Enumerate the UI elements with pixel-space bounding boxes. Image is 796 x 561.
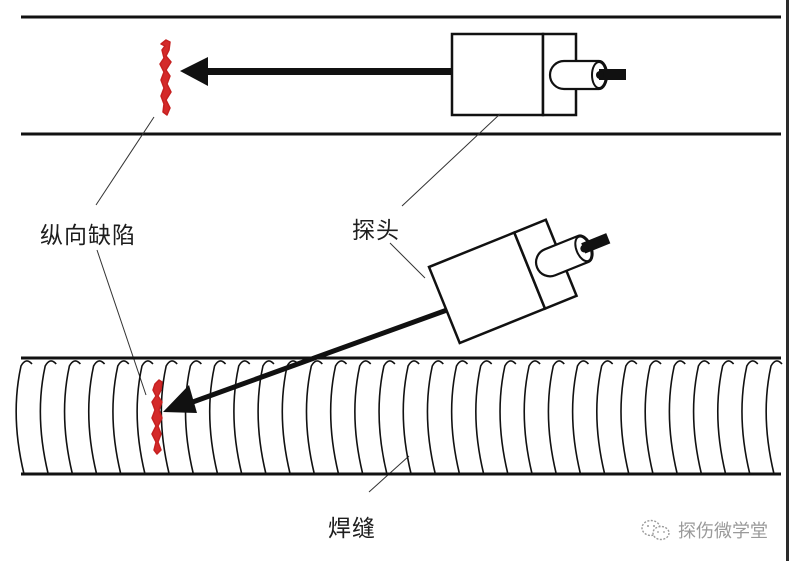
weld-coil <box>450 360 469 475</box>
weld-coil <box>63 360 81 475</box>
top-probe <box>450 32 626 117</box>
angle-probe <box>427 218 611 345</box>
weld-pipe <box>15 356 783 476</box>
label-probe: 探头 <box>352 218 400 244</box>
top-defect-crack <box>159 39 172 116</box>
weld-coil <box>378 360 396 475</box>
weld-coil <box>184 360 202 475</box>
weld-coil <box>475 360 493 475</box>
right-edge-border <box>786 0 789 561</box>
top-view <box>21 15 781 136</box>
weld-coil <box>136 360 154 475</box>
weld-coil <box>112 360 130 475</box>
top-beam-arrow <box>180 57 452 86</box>
weld-coil <box>354 360 372 475</box>
weld-coil <box>426 360 444 475</box>
weld-coil <box>305 360 323 475</box>
weld-coil <box>499 360 517 475</box>
weld-coil <box>765 360 783 475</box>
weld-coil <box>160 360 178 475</box>
weld-coil <box>741 360 759 475</box>
weld-coil <box>571 360 590 475</box>
weld-coil <box>15 360 33 475</box>
weld-coil <box>620 360 638 475</box>
weld-coil <box>716 360 735 475</box>
label-longitudinal-defect: 纵向缺陷 <box>40 223 136 249</box>
leader-defect-top <box>95 116 155 206</box>
weld-coils <box>15 360 783 475</box>
weld-defect-crack <box>151 379 163 455</box>
weld-coil <box>402 360 420 475</box>
leader-defect-bottom <box>96 249 147 396</box>
watermark-text: 探伤微学堂 <box>678 521 768 542</box>
weld-coil <box>329 360 348 475</box>
angle-probe-cable <box>581 233 611 254</box>
probe-cable <box>599 69 626 80</box>
angle-beam-arrow <box>163 307 448 413</box>
weld-coil <box>87 360 106 475</box>
leader-lines <box>95 113 501 493</box>
weld-coil <box>39 360 57 475</box>
watermark: 探伤微学堂 <box>640 517 768 543</box>
label-weld: 焊缝 <box>328 516 376 542</box>
weld-coil <box>668 360 686 475</box>
weld-coil <box>257 360 275 475</box>
leader-probe-top <box>401 113 501 207</box>
wechat-icon <box>641 519 670 541</box>
probe-body <box>450 32 545 117</box>
weld-coil <box>692 360 711 475</box>
weld-coil <box>547 360 565 475</box>
weld-coil <box>644 360 662 475</box>
weld-coil <box>208 360 227 475</box>
weld-coil <box>523 360 541 475</box>
weld-coil <box>596 360 614 475</box>
weld-coil <box>233 360 251 475</box>
weld-coil <box>281 360 299 475</box>
leader-probe-bottom <box>389 242 426 279</box>
